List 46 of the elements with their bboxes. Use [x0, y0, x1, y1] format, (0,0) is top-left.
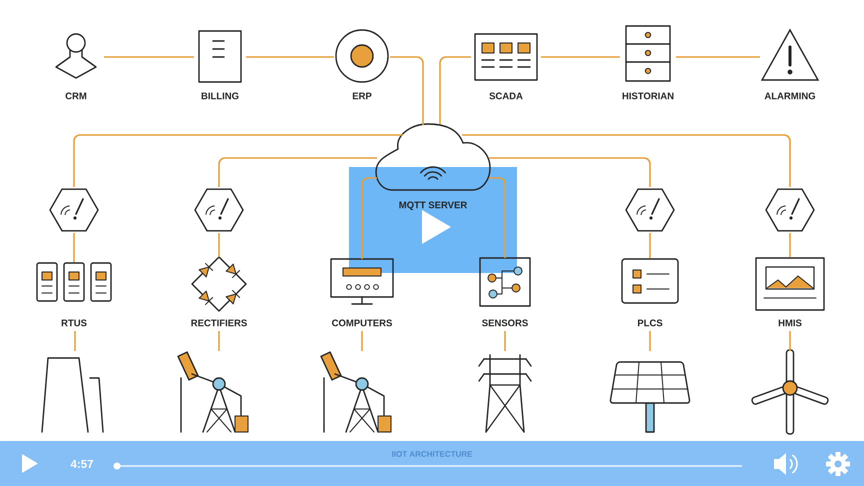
connector-line [789, 331, 791, 351]
connector-line [361, 177, 377, 259]
connector-line [218, 157, 377, 187]
factory-drawing [41, 357, 104, 433]
gateway-hexagon [765, 188, 815, 232]
node-label: SCADA [489, 92, 523, 100]
connector-line [789, 233, 791, 257]
pumpjack-drawing [320, 351, 392, 433]
connector-line [676, 56, 760, 58]
pumpjack-drawing [177, 351, 248, 433]
gateway-hexagon [49, 188, 99, 232]
connector-line [462, 134, 791, 187]
node-label: PLCS [638, 320, 662, 326]
connector-line [74, 331, 76, 351]
connector-line [504, 331, 506, 351]
node-label: RTUS [62, 320, 87, 326]
solar-panel-drawing [610, 361, 690, 433]
node-label: SENSORS [482, 320, 528, 326]
gateway-hexagon [194, 188, 244, 232]
node-label: COMPUTERS [332, 320, 392, 326]
node-label: HMIS [778, 320, 802, 326]
wind-turbine-drawing [751, 349, 829, 435]
connector-line [649, 331, 651, 351]
node-label: CRM [66, 92, 86, 100]
time-label: 4:57 [70, 460, 93, 468]
connector-line [361, 331, 363, 351]
connector-line [104, 56, 194, 58]
connector-line [649, 233, 651, 258]
connector-line [489, 157, 651, 187]
connector-line [489, 177, 506, 258]
connector-line [439, 56, 471, 124]
connector-line [541, 56, 620, 58]
connector-line [218, 331, 220, 351]
connector-line [218, 233, 220, 257]
connector-line [73, 134, 403, 187]
node-label: MQTT SERVER [399, 202, 468, 210]
node-label: HISTORIAN [622, 92, 674, 100]
node-label: RECTIFIERS [191, 320, 247, 326]
connector-line [246, 56, 334, 58]
connector-line [73, 233, 75, 262]
node-label: ERP [352, 92, 372, 100]
node-label: BILLING [202, 92, 238, 100]
connector-line [390, 56, 424, 125]
gateway-hexagon [625, 188, 675, 232]
node-label: ALARMING [764, 92, 815, 100]
pylon-drawing [478, 354, 532, 433]
